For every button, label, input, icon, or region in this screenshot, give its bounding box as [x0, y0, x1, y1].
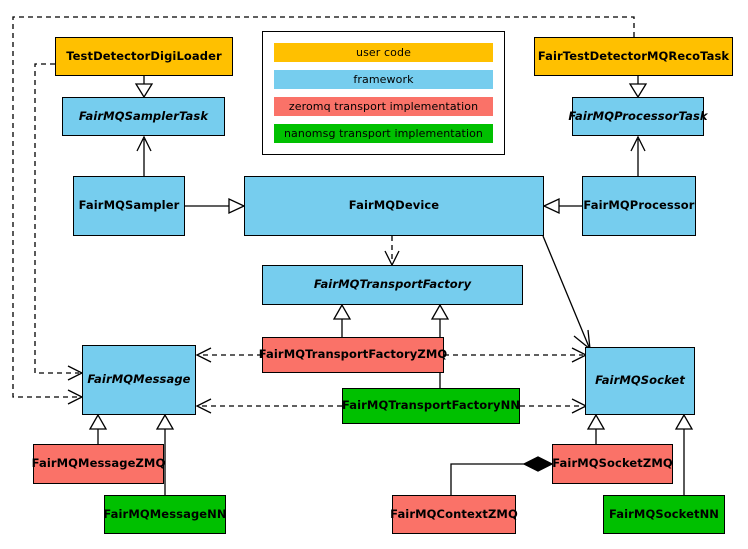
legend-item-nanomsg: nanomsg transport implementation	[274, 124, 493, 143]
edge-sampler-to-samplertask	[136, 135, 152, 176]
class-label-fairmqcontextzmq: FairMQContextZMQ	[390, 506, 518, 521]
edge-tfnn-to-socket	[520, 398, 588, 414]
edge-socketzmq-to-socket	[586, 413, 606, 444]
legend-item-framework: framework	[274, 70, 493, 89]
class-label-fairmqmessage: FairMQMessage	[87, 372, 191, 387]
class-node-fairtestdetectormqrecotask[interactable]: FairTestDetectorMQRecoTask	[534, 37, 733, 76]
class-node-fairmqsamplertask[interactable]: FairMQSamplerTask	[62, 97, 225, 136]
edge-tfzmq-to-transportfactory	[332, 303, 352, 337]
class-node-fairmqmessagenn[interactable]: FairMQMessageNN	[103, 495, 227, 534]
edge-digiloader-to-samplertask	[134, 76, 154, 99]
class-label-fairmqsamplertask: FairMQSamplerTask	[78, 108, 209, 123]
class-label-fairmqdevice: FairMQDevice	[348, 198, 440, 213]
legend-label-framework: framework	[353, 73, 414, 86]
class-label-fairmqmessagenn: FairMQMessageNN	[103, 506, 227, 521]
legend-label-user-code: user code	[356, 46, 411, 59]
edge-processor-to-device	[542, 197, 582, 215]
edge-messagezmq-to-message	[88, 413, 108, 444]
class-label-fairmqtransportfactorynn: FairMQTransportFactoryNN	[341, 398, 521, 413]
class-node-fairmqtransportfactoryzmq[interactable]: FairMQTransportFactoryZMQ	[259, 337, 447, 373]
edge-tfzmq-to-message	[195, 347, 262, 363]
class-label-fairmqsocket: FairMQSocket	[595, 373, 685, 388]
class-label-fairmqtransportfactory: FairMQTransportFactory	[313, 277, 472, 292]
legend: user code framework zeromq transport imp…	[262, 31, 505, 155]
class-label-fairmqsocketnn: FairMQSocketNN	[608, 506, 720, 521]
class-label-fairmqprocessortask: FairMQProcessorTask	[568, 108, 708, 123]
legend-label-zeromq: zeromq transport implementation	[288, 100, 479, 113]
class-label-fairmqtransportfactoryzmq: FairMQTransportFactoryZMQ	[258, 347, 448, 362]
edge-socketnn-to-socket	[674, 413, 694, 495]
edge-device-to-transportfactory	[384, 236, 400, 267]
legend-item-user-code: user code	[274, 43, 493, 62]
class-node-fairmqprocessor[interactable]: FairMQProcessor	[582, 176, 696, 236]
edge-sampler-to-device	[185, 197, 246, 215]
edge-recotask-to-processortask	[628, 76, 648, 99]
class-label-fairmqsampler: FairMQSampler	[78, 198, 180, 213]
class-node-fairmqsocket[interactable]: FairMQSocket	[585, 347, 695, 415]
class-label-fairmqprocessor: FairMQProcessor	[583, 198, 695, 213]
class-node-fairmqsocketnn[interactable]: FairMQSocketNN	[603, 495, 725, 534]
edge-tfnn-to-message	[195, 398, 342, 414]
class-node-fairmqsampler[interactable]: FairMQSampler	[73, 176, 185, 236]
edge-contextzmq-to-socketzmq	[450, 456, 554, 495]
class-node-fairmqprocessortask[interactable]: FairMQProcessorTask	[568, 97, 708, 136]
legend-item-zeromq: zeromq transport implementation	[274, 97, 493, 116]
class-node-testdetectordigiloader[interactable]: TestDetectorDigiLoader	[55, 37, 233, 76]
edge-processor-to-processortask	[630, 135, 646, 176]
edge-tfzmq-to-socket	[444, 347, 588, 363]
legend-label-nanomsg: nanomsg transport implementation	[283, 127, 484, 140]
class-node-fairmqdevice[interactable]: FairMQDevice	[244, 176, 544, 236]
class-label-testdetectordigiloader: TestDetectorDigiLoader	[66, 48, 222, 63]
class-node-fairmqtransportfactorynn[interactable]: FairMQTransportFactoryNN	[342, 388, 520, 424]
class-label-fairmqmessagezmq: FairMQMessageZMQ	[31, 456, 166, 471]
class-node-fairmqmessage[interactable]: FairMQMessage	[82, 345, 196, 415]
class-label-fairtestdetectormqrecotask: FairTestDetectorMQRecoTask	[537, 48, 730, 63]
class-node-fairmqtransportfactory[interactable]: FairMQTransportFactory	[262, 265, 523, 305]
class-node-fairmqcontextzmq[interactable]: FairMQContextZMQ	[390, 495, 518, 534]
edge-device-to-socket	[542, 235, 591, 351]
class-label-fairmqsocketzmq: FairMQSocketZMQ	[552, 456, 673, 471]
class-node-fairmqmessagezmq[interactable]: FairMQMessageZMQ	[31, 444, 166, 484]
class-node-fairmqsocketzmq[interactable]: FairMQSocketZMQ	[552, 444, 673, 484]
